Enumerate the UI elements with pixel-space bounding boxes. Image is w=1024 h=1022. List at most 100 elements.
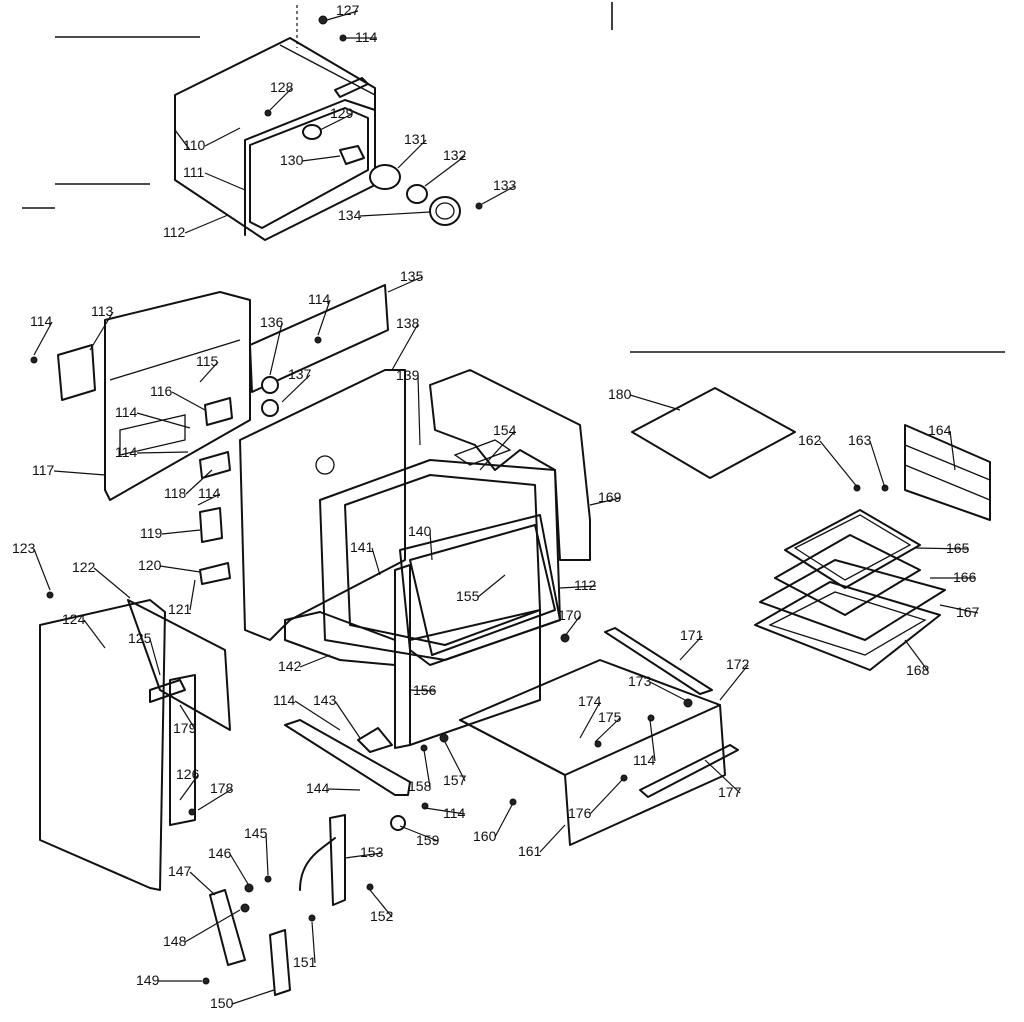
leader-line xyxy=(301,155,341,162)
callout-label: 156 xyxy=(413,682,437,698)
leader-line xyxy=(914,547,969,550)
leader-line xyxy=(589,497,621,506)
leader-line xyxy=(53,470,106,476)
callout-label: 122 xyxy=(72,559,96,575)
leader-line xyxy=(184,909,241,943)
callout-label: 155 xyxy=(456,588,480,604)
callout-label: 148 xyxy=(163,933,187,949)
leader-line xyxy=(477,574,506,598)
leader-line xyxy=(904,639,929,672)
leader-line xyxy=(704,759,741,794)
lower-parts xyxy=(202,814,374,996)
leader-line xyxy=(269,87,293,111)
back-panel-assembly xyxy=(30,284,406,641)
callout-label: 160 xyxy=(473,828,497,844)
leader-line xyxy=(161,529,201,535)
leader-line xyxy=(423,749,431,788)
callout-label: 174 xyxy=(578,693,602,709)
callout-label: 161 xyxy=(518,843,542,859)
side-panel xyxy=(39,599,231,891)
callout-label: 114 xyxy=(273,692,296,708)
callout-label: 142 xyxy=(278,658,302,674)
callout-label: 165 xyxy=(946,540,970,556)
leader-line xyxy=(33,321,53,356)
leader-line xyxy=(429,531,433,561)
callout-label: 169 xyxy=(598,489,622,505)
callout-label: 128 xyxy=(270,79,294,95)
callout-label: 167 xyxy=(956,604,980,620)
callout-label: 124 xyxy=(62,611,86,627)
callout-label: 171 xyxy=(680,627,704,643)
callout-label: 170 xyxy=(558,607,582,623)
leader-line xyxy=(281,374,311,403)
callout-label: 163 xyxy=(848,432,872,448)
leader-line xyxy=(369,889,393,918)
callout-label: 113 xyxy=(91,303,114,319)
callout-label: 114 xyxy=(308,291,331,307)
callout-label: 152 xyxy=(370,908,394,924)
callout-label: 176 xyxy=(568,805,592,821)
leader-line xyxy=(184,214,229,234)
separator-lines xyxy=(22,2,1005,353)
leader-line xyxy=(399,825,439,842)
callout-label: 114 xyxy=(355,29,378,45)
leader-line xyxy=(444,741,466,782)
leader-line xyxy=(265,833,269,876)
leader-line xyxy=(539,824,566,853)
callout-label: 139 xyxy=(396,367,420,383)
callout-label: 137 xyxy=(288,366,312,382)
callout-label: 175 xyxy=(598,709,622,725)
leader-line xyxy=(93,567,131,599)
callout-label: 166 xyxy=(953,569,977,585)
callout-label: 157 xyxy=(443,772,467,788)
callout-label: 129 xyxy=(330,105,354,121)
oven-cabinet xyxy=(284,369,591,752)
leader-line xyxy=(424,155,466,187)
leader-line xyxy=(949,430,956,471)
callout-label: 154 xyxy=(493,422,517,438)
leader-line xyxy=(327,788,361,791)
leader-line xyxy=(819,440,859,489)
leader-line xyxy=(387,276,423,293)
leader-line xyxy=(189,579,196,611)
callout-label: 126 xyxy=(176,766,200,782)
leader-line xyxy=(299,654,331,668)
leader-line xyxy=(83,619,106,649)
callout-label: 153 xyxy=(360,844,384,860)
leader-line xyxy=(869,440,886,489)
callout-label: 147 xyxy=(168,863,192,879)
callout-label: 144 xyxy=(306,780,330,796)
leader-line xyxy=(679,635,703,661)
leader-line xyxy=(939,604,979,614)
callout-label: 159 xyxy=(416,832,440,848)
leader-line xyxy=(317,299,331,336)
callout-label: 131 xyxy=(404,131,428,147)
callout-label: 110 xyxy=(183,137,206,153)
leader-line xyxy=(185,469,213,495)
callout-label: 141 xyxy=(350,539,374,555)
leader-line xyxy=(89,311,114,351)
leader-line xyxy=(171,391,206,411)
leader-line xyxy=(344,852,383,859)
callout-label: 173 xyxy=(628,673,652,689)
leader-line xyxy=(197,788,233,811)
callout-label: 120 xyxy=(138,557,162,573)
leader-line xyxy=(559,585,597,589)
callout-labels: 1271141281291101301311321331111341121351… xyxy=(12,2,980,1011)
leader-line xyxy=(494,804,513,838)
leader-line xyxy=(649,719,656,762)
leader-line xyxy=(159,565,201,573)
leader-line xyxy=(231,989,275,1005)
leader-line xyxy=(189,871,216,896)
leader-line xyxy=(649,681,686,701)
callout-label: 134 xyxy=(338,207,362,223)
leader-line xyxy=(359,211,431,217)
leader-line xyxy=(481,185,516,205)
callout-label: 111 xyxy=(183,164,204,180)
leader-line xyxy=(136,451,189,454)
callout-label: 112 xyxy=(163,224,186,240)
callout-label: 168 xyxy=(906,662,930,678)
leader-line xyxy=(326,10,359,21)
leader-line xyxy=(204,172,246,191)
callout-label: 125 xyxy=(128,630,152,646)
